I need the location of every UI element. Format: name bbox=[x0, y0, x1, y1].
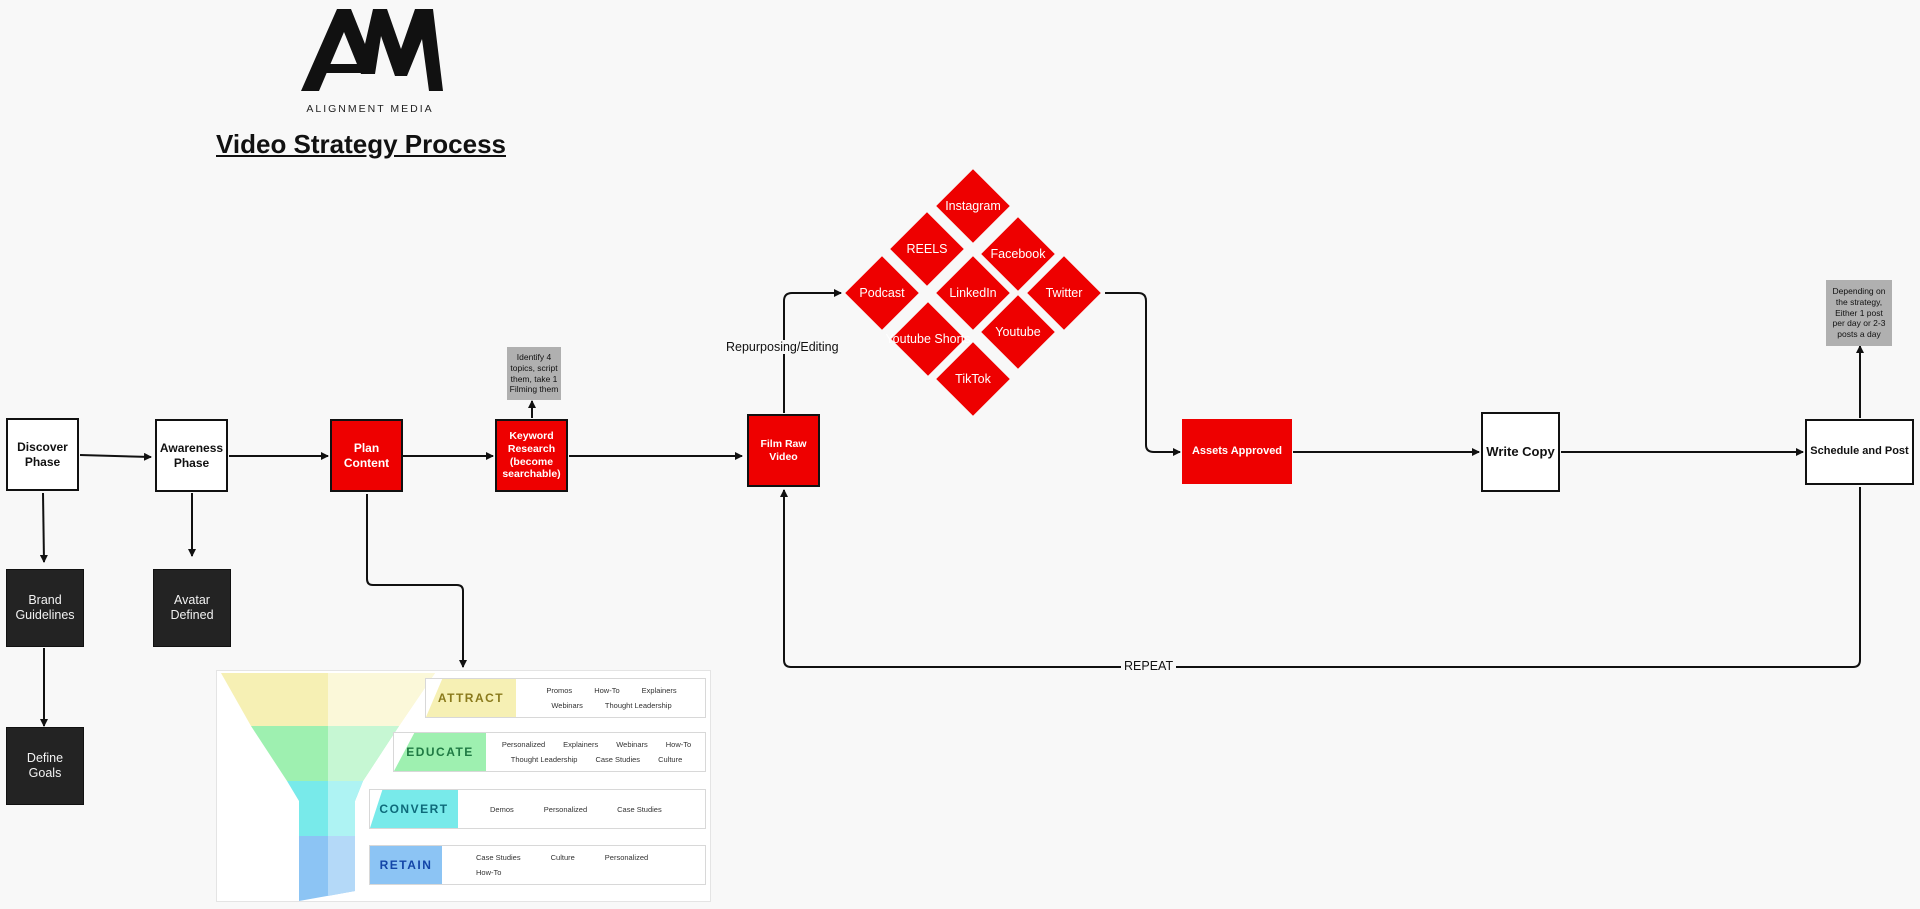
edge-discover-brand bbox=[39, 492, 48, 563]
funnel-convert-band-light bbox=[328, 781, 363, 836]
keyword-note: Identify 4 topics, script them, take 1 F… bbox=[507, 347, 561, 400]
educate-tag: EDUCATE bbox=[394, 733, 486, 771]
convert-item: Case Studies bbox=[617, 804, 662, 814]
retain-item: How-To bbox=[476, 868, 502, 877]
awareness-phase-box[interactable]: Awareness Phase bbox=[155, 419, 228, 492]
logo-text: ALIGNMENT MEDIA bbox=[306, 103, 434, 115]
youtube-shorts-label: Youtube Shorts bbox=[885, 331, 971, 346]
reels-label: REELS bbox=[906, 241, 948, 256]
assets-approved-box[interactable]: Assets Approved bbox=[1182, 419, 1292, 484]
edge-repeat-loop bbox=[780, 487, 1861, 668]
retain-item: Personalized bbox=[604, 853, 649, 862]
educate-item: Thought Leadership bbox=[510, 755, 578, 764]
funnel-row-convert: CONVERT Demos Personalized Case Studies bbox=[369, 789, 706, 829]
retain-item: Case Studies bbox=[476, 853, 521, 862]
convert-item: Personalized bbox=[543, 804, 588, 814]
film-raw-video-box[interactable]: Film Raw Video bbox=[747, 414, 820, 487]
educate-item: Explainers bbox=[563, 740, 599, 749]
linkedin-label: LinkedIn bbox=[949, 285, 997, 300]
edge-discover-awareness bbox=[79, 452, 152, 461]
discover-phase-box[interactable]: Discover Phase bbox=[6, 418, 79, 491]
funnel-row-retain: RETAIN Case Studies Culture Personalized… bbox=[369, 845, 706, 885]
marketing-funnel: ATTRACT Promos How-To Explainers Webinar… bbox=[216, 670, 711, 902]
twitter-label: Twitter bbox=[1045, 285, 1083, 300]
instagram-label: Instagram bbox=[945, 198, 1001, 213]
edge-platforms-assets bbox=[1105, 292, 1181, 456]
attract-item: How-To bbox=[594, 686, 620, 695]
tiktok-label: TikTok bbox=[955, 371, 991, 386]
repurposing-label: Repurposing/Editing bbox=[723, 340, 842, 354]
funnel-row-educate: EDUCATE Personalized Explainers Webinars… bbox=[393, 732, 706, 772]
educate-item: Webinars bbox=[616, 740, 648, 749]
define-goals-box[interactable]: Define Goals bbox=[6, 727, 84, 805]
educate-item: How-To bbox=[665, 740, 692, 749]
repeat-label: REPEAT bbox=[1121, 659, 1177, 673]
facebook-label: Facebook bbox=[990, 246, 1046, 261]
retain-items: Case Studies Culture Personalized How-To bbox=[444, 846, 705, 884]
edge-film-platforms bbox=[783, 289, 842, 413]
keyword-research-box[interactable]: Keyword Research (become searchable) bbox=[495, 419, 568, 492]
funnel-shape bbox=[221, 673, 435, 901]
attract-item: Explainers bbox=[641, 686, 677, 695]
brand-guidelines-box[interactable]: Brand Guidelines bbox=[6, 569, 84, 647]
retain-item: Culture bbox=[550, 853, 575, 862]
attract-items: Promos How-To Explainers Webinars Though… bbox=[518, 679, 705, 717]
funnel-attract-band-light bbox=[328, 673, 435, 726]
youtube-label: Youtube bbox=[995, 324, 1041, 339]
logo-monogram-icon bbox=[301, 9, 443, 91]
plan-content-box[interactable]: Plan Content bbox=[330, 419, 403, 492]
convert-tag: CONVERT bbox=[370, 790, 458, 828]
podcast-label: Podcast bbox=[859, 285, 905, 300]
attract-item: Thought Leadership bbox=[604, 701, 672, 710]
edge-plan-funnel bbox=[366, 494, 467, 668]
convert-items: Demos Personalized Case Studies bbox=[460, 790, 705, 828]
write-copy-box[interactable]: Write Copy bbox=[1481, 412, 1560, 492]
attract-tag: ATTRACT bbox=[426, 679, 516, 717]
retain-tag: RETAIN bbox=[370, 846, 442, 884]
page-title: Video Strategy Process bbox=[216, 129, 506, 159]
educate-items: Personalized Explainers Webinars How-To … bbox=[488, 733, 705, 771]
attract-item: Webinars bbox=[551, 701, 583, 710]
attract-item: Promos bbox=[546, 686, 573, 695]
funnel-educate-band-light bbox=[328, 726, 399, 781]
schedule-note: Depending on the strategy, Either 1 post… bbox=[1826, 280, 1892, 346]
convert-item: Demos bbox=[490, 804, 514, 814]
educate-item: Personalized bbox=[501, 740, 546, 749]
funnel-retain-band-light bbox=[328, 836, 355, 896]
educate-item: Culture bbox=[658, 755, 683, 764]
educate-item: Case Studies bbox=[595, 755, 641, 764]
avatar-defined-box[interactable]: Avatar Defined bbox=[153, 569, 231, 647]
schedule-and-post-box[interactable]: Schedule and Post bbox=[1805, 419, 1914, 485]
logo: ALIGNMENT MEDIA bbox=[295, 4, 445, 116]
funnel-row-attract: ATTRACT Promos How-To Explainers Webinar… bbox=[425, 678, 706, 718]
